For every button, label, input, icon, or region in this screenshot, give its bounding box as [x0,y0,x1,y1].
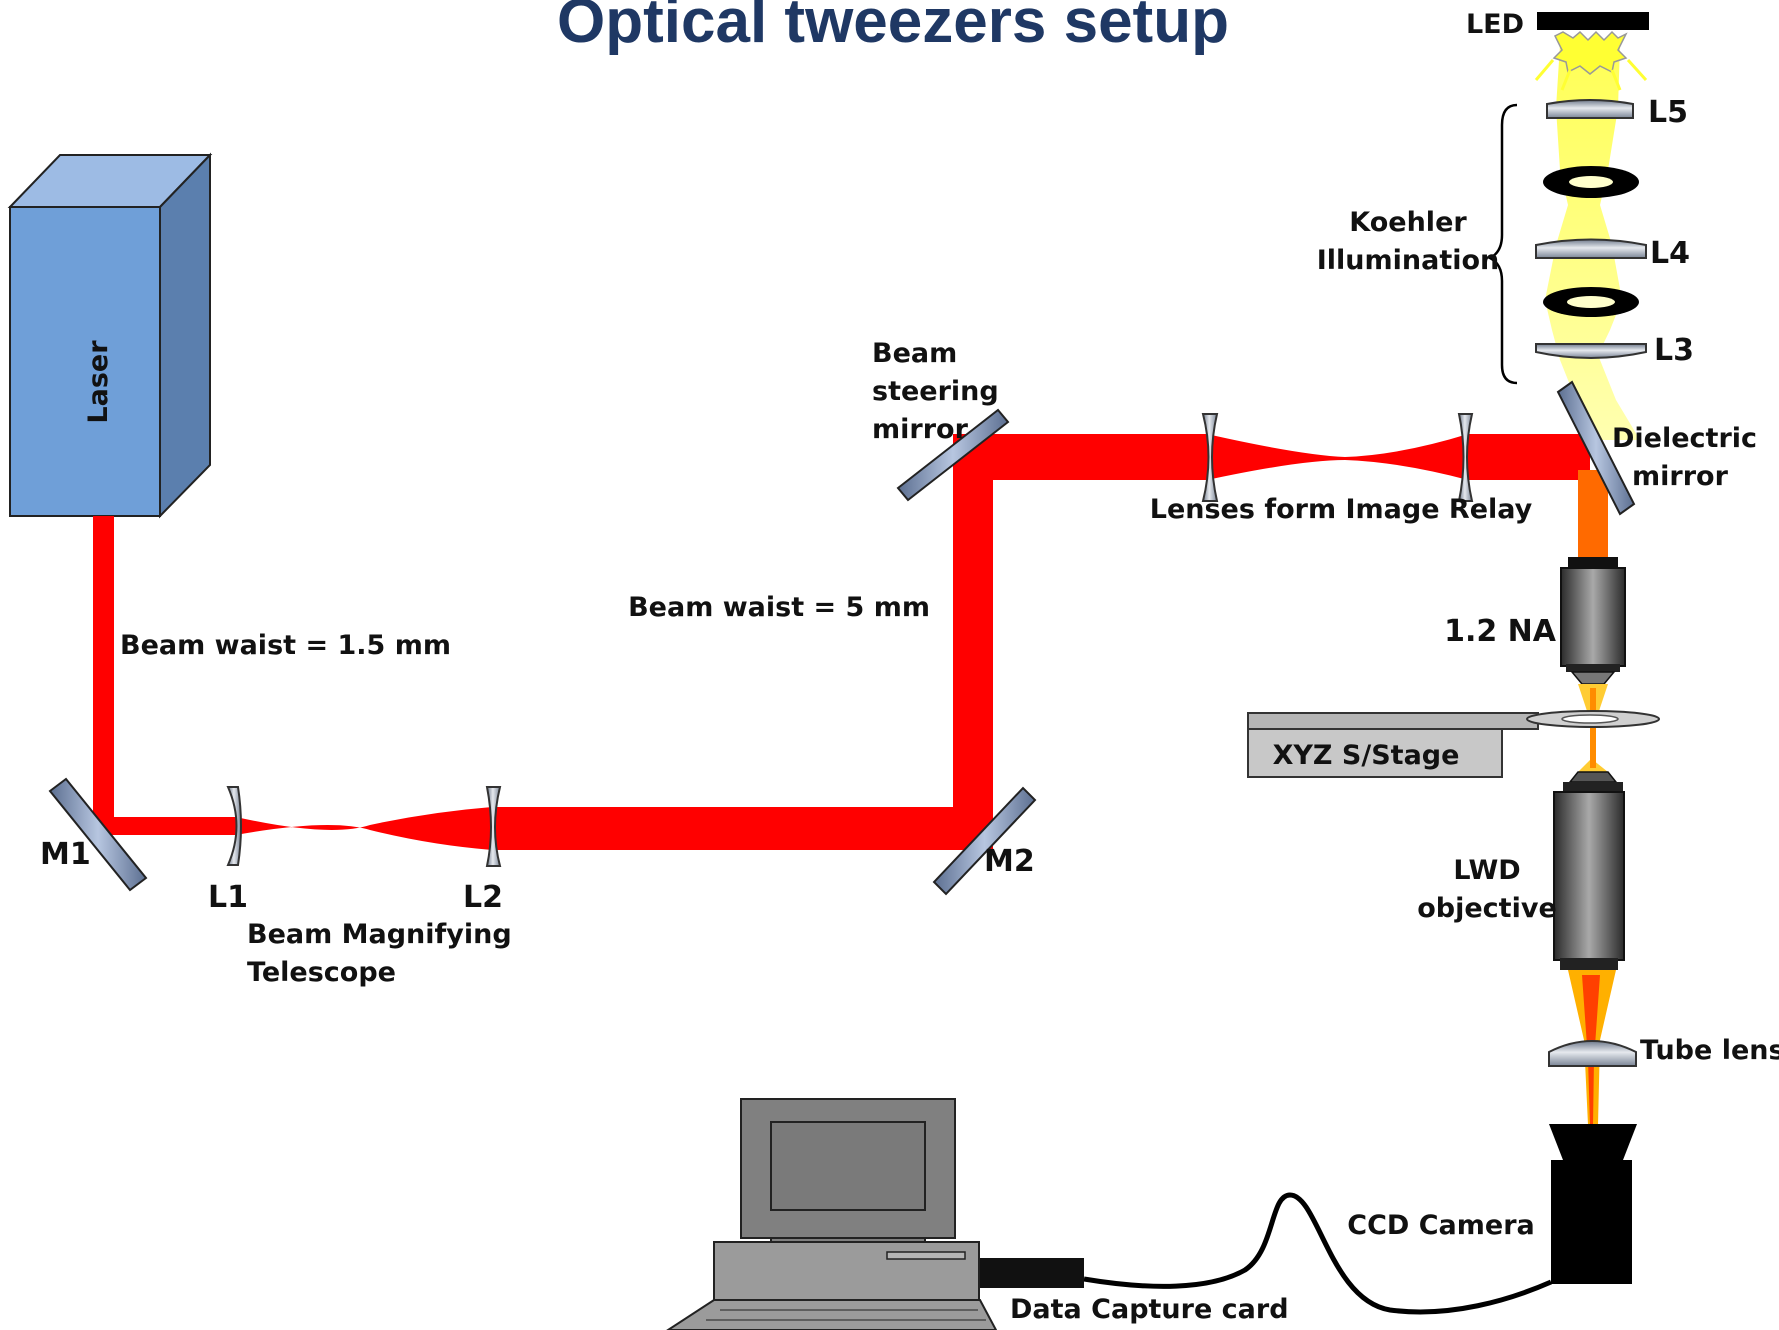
computer-drive-slot [886,1251,966,1260]
objective-lwd: LWD objective [1417,771,1625,970]
mirror-m1-label: M1 [40,837,91,872]
mirror-m2-label: M2 [984,844,1035,879]
lens-l1-label: L1 [208,880,248,915]
beam-waist-15-label: Beam waist = 1.5 mm [120,630,451,661]
lens-l4-label: L4 [1650,236,1690,271]
lens-l1: L1 [208,786,248,915]
tube-lens: Tube lens [1548,1035,1779,1067]
mirror-m1: M1 [40,777,148,892]
ccd-camera: CCD Camera [1347,1124,1637,1284]
telescope-label-line2: Telescope [247,957,396,988]
mirror-m2: M2 [932,786,1037,896]
objective-high-na: 1.2 NA [1444,557,1626,685]
camera-cable [1083,1192,1553,1315]
beam-waist-5-label: Beam waist = 5 mm [628,592,930,623]
tube-lens-label: Tube lens [1640,1035,1779,1066]
led-rays [1534,58,1648,91]
computer-screen [770,1121,926,1211]
laser-source: Laser [7,152,213,519]
beam-steering-label-line2: steering [872,376,999,407]
ccd-camera-lens [1549,1124,1637,1160]
ccd-label: CCD Camera [1347,1210,1534,1241]
diagram-title: Optical tweezers setup [557,0,1229,56]
lens-l2: L2 [463,786,503,915]
capture-label: Data Capture card [1010,1294,1289,1325]
lwd-label-line2: objective [1417,893,1557,924]
koehler-brace [1487,103,1518,385]
lens-l3: L3 [1535,333,1694,368]
computer [666,1098,1084,1330]
data-capture-card [980,1258,1084,1288]
beam-steering-label-line1: Beam [872,338,957,369]
dielectric-label-line2: mirror [1632,461,1729,492]
lens-l2-label: L2 [463,880,503,915]
combined-beam [1578,470,1608,562]
computer-keyboard [666,1299,998,1330]
telescope-label-line1: Beam Magnifying [247,919,512,950]
lens-l5-label: L5 [1648,95,1688,130]
na-label: 1.2 NA [1444,614,1557,649]
koehler-label-line1: Koehler [1349,207,1467,238]
laser-side-face [159,152,211,519]
beam-steering-mirror: Beam steering mirror [872,338,1010,502]
led-burst-icon [1552,30,1628,75]
lens-l4: L4 [1535,236,1690,271]
image-relay-label: Lenses form Image Relay [1150,494,1533,525]
laser-label: Laser [83,340,114,424]
koehler-label-line2: Illumination [1317,245,1500,276]
dielectric-label-line1: Dielectric [1612,423,1757,454]
ccd-camera-body [1551,1160,1632,1284]
iris-diaphragm-lower [1543,287,1639,317]
xyz-stage: XYZ S/Stage [1247,710,1660,778]
laser-beam-path [93,434,1590,850]
laser-front-face [9,206,161,517]
relay-lens-2 [1457,413,1474,502]
lens-l5: L5 [1546,95,1688,130]
beam-steering-label-line3: mirror [872,414,969,445]
stage-label: XYZ S/Stage [1273,740,1460,771]
led-bar [1537,12,1649,30]
lwd-label-line1: LWD [1453,855,1520,886]
led-source: LED [1466,9,1649,91]
iris-diaphragm-upper [1543,166,1639,198]
stage-block [1247,728,1503,778]
led-label: LED [1466,9,1524,40]
relay-lens-1 [1201,413,1219,502]
lens-l3-label: L3 [1654,333,1694,368]
dielectric-mirror: Dielectric mirror [1556,380,1757,516]
stage-arm [1247,712,1539,730]
